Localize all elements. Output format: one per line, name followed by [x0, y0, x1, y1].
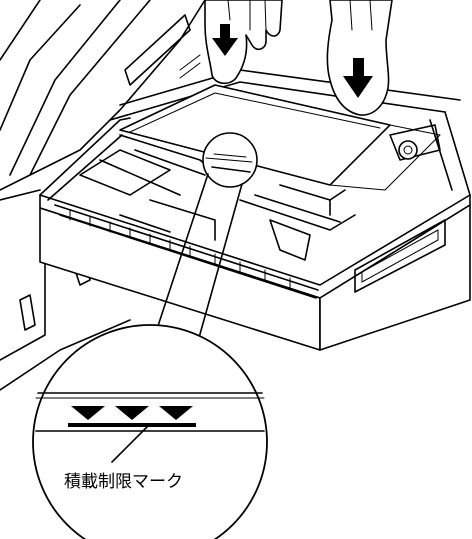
triangle-down-icon: [71, 406, 105, 420]
zoom-leader-left: [154, 173, 209, 336]
paper-tray: [39, 69, 471, 351]
right-hand: [326, 0, 393, 116]
zoom-leader-right: [194, 183, 243, 353]
load-limit-mark-label: 積載制限マーク: [64, 472, 183, 491]
triangle-down-icon: [115, 406, 149, 420]
printer-body: [0, 0, 206, 391]
zoom-callout: 積載制限マーク: [32, 324, 268, 539]
label-pointer: [111, 425, 149, 463]
magnify-indicator: [202, 132, 258, 188]
load-limit-mark: [68, 406, 196, 427]
down-arrow-icon: [343, 58, 373, 98]
down-arrow-icon: [212, 24, 238, 56]
triangle-down-icon: [159, 406, 193, 420]
left-hand: [204, 0, 283, 85]
